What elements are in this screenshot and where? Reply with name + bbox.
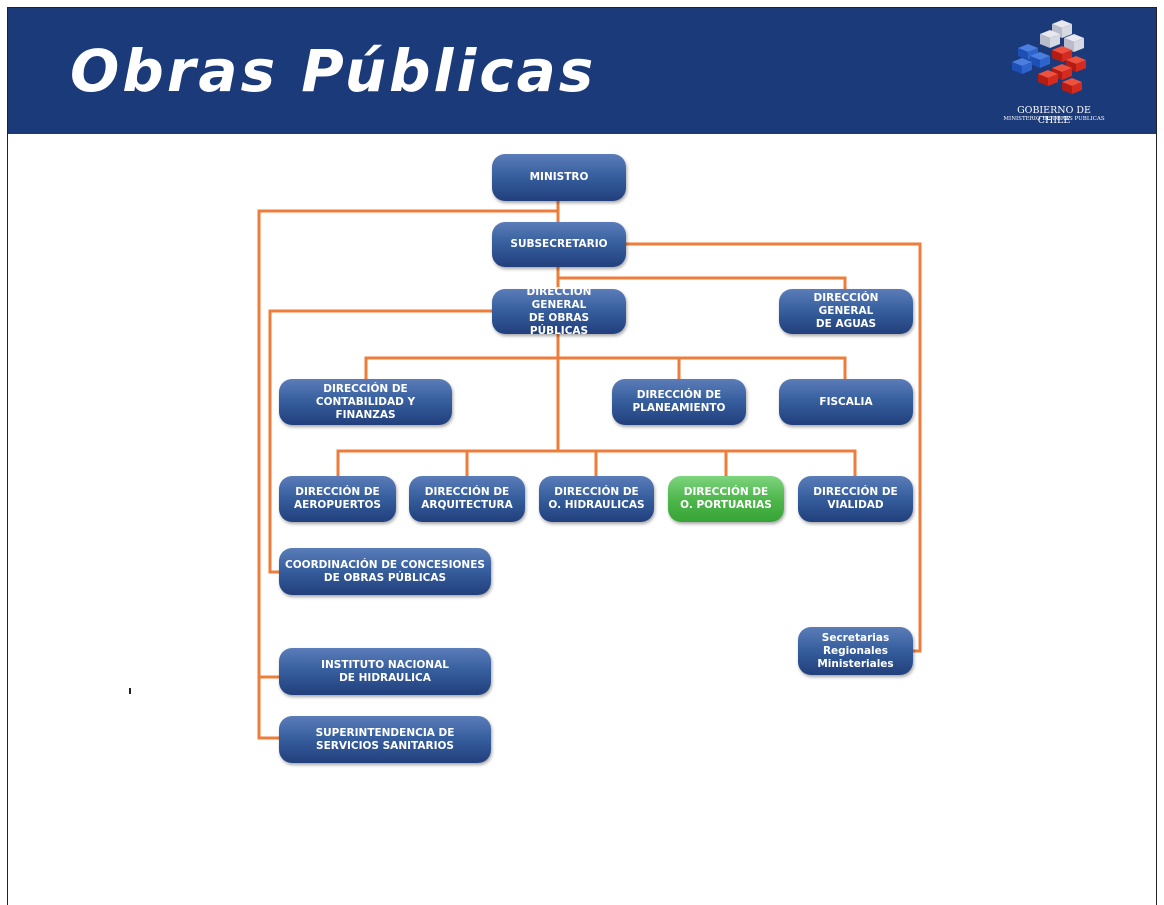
node-siss: SUPERINTENDENCIA DE SERVICIOS SANITARIOS	[279, 716, 491, 763]
connector-left-trunk	[257, 209, 558, 740]
node-planeamiento: DIRECCIÓN DE PLANEAMIENTO	[612, 379, 746, 425]
node-subsecretario: SUBSECRETARIO	[492, 222, 626, 267]
node-seremi: Secretarias Regionales Ministeriales	[798, 627, 913, 675]
gobierno-de-chile-logo: GOBIERNO DE CHILE MINISTERIO DE OBRAS PU…	[1002, 18, 1106, 126]
node-fiscalia: FISCALIA	[779, 379, 913, 425]
connector-concesiones	[268, 309, 492, 574]
connector-row1	[364, 356, 847, 379]
logo-name: GOBIERNO DE CHILE	[1017, 105, 1091, 126]
node-dga: DIRECCIÓN GENERAL DE AGUAS	[779, 289, 913, 334]
node-inh: INSTITUTO NACIONAL DE HIDRAULICA	[279, 648, 491, 695]
logo-mark-icon	[1012, 20, 1086, 94]
logo-subtitle: MINISTERIO DE OBRAS PUBLICAS	[1003, 116, 1105, 122]
node-vialidad: DIRECCIÓN DE VIALIDAD	[798, 476, 913, 522]
node-concesiones: COORDINACIÓN DE CONCESIONES DE OBRAS PÚB…	[279, 548, 491, 595]
node-hidraulicas: DIRECCIÓN DE O. HIDRAULICAS	[539, 476, 654, 522]
node-aeropuertos: DIRECCIÓN DE AEROPUERTOS	[279, 476, 396, 522]
slide-frame	[7, 7, 1157, 905]
stray-mark	[129, 688, 131, 694]
header-banner: Obras Públicas	[8, 8, 1156, 134]
node-dgop: DIRECCIÓN GENERAL DE OBRAS PÚBLICAS	[492, 286, 626, 337]
connector-seremi	[626, 242, 922, 653]
node-portuarias: DIRECCIÓN DE O. PORTUARIAS	[668, 476, 784, 522]
page-title: Obras Públicas	[70, 37, 597, 105]
node-arquitectura: DIRECCIÓN DE ARQUITECTURA	[409, 476, 525, 522]
connector-sub-dga	[558, 276, 847, 289]
node-ministro: MINISTRO	[492, 154, 626, 201]
node-contabilidad: DIRECCIÓN DE CONTABILIDAD Y FINANZAS	[279, 379, 452, 425]
